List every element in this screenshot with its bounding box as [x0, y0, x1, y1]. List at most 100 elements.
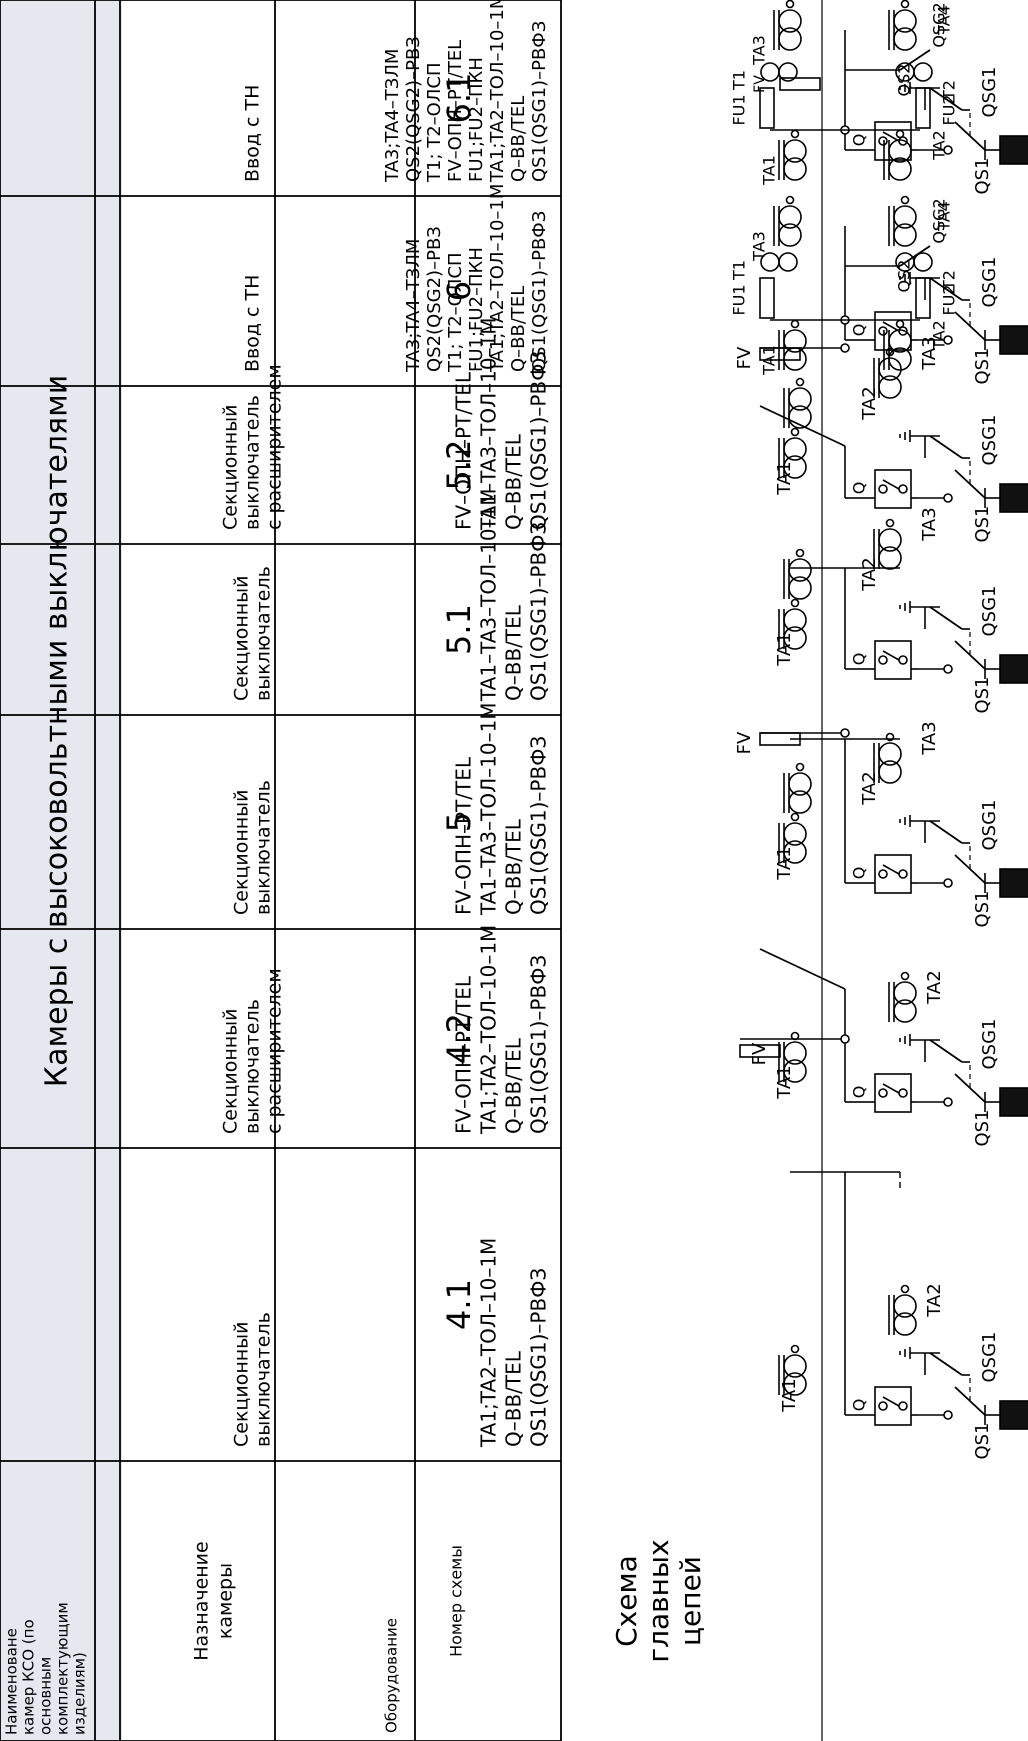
fuse-FU1: [759, 87, 775, 129]
purpose-line: с расширителем: [264, 968, 286, 1134]
breaker-contact: [898, 1401, 908, 1411]
label-q: Q: [850, 134, 869, 147]
equipment-line: FU1;FU2–ПКН: [466, 57, 487, 182]
equipment-line: FV–ОПН–РТ/TEL: [452, 756, 476, 915]
ct-terminal: [900, 1284, 910, 1294]
label-t2: T2: [940, 80, 959, 101]
contact-point: [943, 1097, 953, 1107]
left-margin-strip: [0, 0, 122, 1741]
disconnector-blade: [899, 49, 931, 71]
header-purpose: камеры: [215, 1563, 237, 1639]
header-scheme: Схема: [610, 1555, 643, 1647]
label-ta2: TA2: [859, 386, 880, 420]
equipment-line: TA1;TA2–ТОЛ–10–1М: [487, 0, 508, 183]
label-ta1: TA1: [774, 1065, 795, 1099]
label-qsg1: QSG1: [979, 257, 1000, 308]
ground-blade: [929, 277, 963, 301]
busbar: [999, 1400, 1028, 1430]
purpose-line: Секционный: [231, 789, 253, 915]
label-q: Q: [850, 324, 869, 337]
table-grid: [0, 0, 823, 1741]
label-fu2: FU2: [940, 94, 959, 125]
label-t1: T1: [730, 260, 749, 281]
label-qsg1: QSG1: [979, 1019, 1000, 1070]
busbar: [999, 483, 1028, 513]
breaker-blade: [882, 321, 900, 332]
breaker-Q: [874, 640, 912, 680]
equipment-line: TA1;TA2–ТОЛ–10–1М: [477, 925, 501, 1135]
label-fv: FV: [734, 731, 755, 754]
equipment-line: QS2(QSG2)–РВЗ: [403, 36, 424, 182]
arrester-FV: [739, 1044, 781, 1058]
label-qsg1: QSG1: [979, 800, 1000, 851]
ct-terminal: [790, 812, 800, 822]
ct-terminal: [900, 971, 910, 981]
breaker-blade: [882, 479, 900, 490]
label-ta1: TA1: [774, 632, 795, 666]
header-scheme: главных: [642, 1539, 675, 1662]
equipment-line: QS1(QSG1)–РВФЗ: [529, 211, 550, 372]
label-qs1: QS1: [972, 890, 993, 927]
scheme-number: 5.1: [440, 604, 478, 655]
breaker-Q: [874, 469, 912, 509]
equipment-line: QS1(QSG1)–РВФЗ: [527, 736, 551, 915]
ct-terminal: [790, 1344, 800, 1354]
equipment-line: TA1–TA3–ТОЛ–10–1М: [477, 488, 501, 702]
ct-terminal: [785, 0, 795, 9]
equipment-line: TA1–TA3–ТОЛ–10–1М: [477, 317, 501, 531]
breaker-Q: [874, 1386, 912, 1426]
label-ta1: TA1: [774, 461, 795, 495]
contact-point: [943, 664, 953, 674]
label-ta1: TA1: [760, 345, 779, 376]
label-qs1: QS1: [972, 1109, 993, 1146]
label-q: Q: [850, 1399, 869, 1412]
fuse-FU2: [915, 277, 931, 319]
node: [840, 1034, 850, 1044]
scheme-number: 6.1: [440, 73, 478, 124]
ground-blade: [929, 820, 963, 844]
ct-terminal: [900, 0, 910, 9]
label-t1: T1: [730, 70, 749, 91]
label-q: Q: [850, 653, 869, 666]
equipment-line: Q–BB/TEL: [502, 1350, 526, 1447]
breaker-contact: [898, 1088, 908, 1098]
equipment-line: T1; T2–ОЛСП: [424, 63, 445, 184]
breaker-contact: [878, 136, 888, 146]
breaker-blade: [882, 1083, 900, 1094]
purpose-line: Ввод с ТН: [242, 275, 264, 372]
breaker-contact: [898, 484, 908, 494]
ground-blade: [929, 606, 963, 630]
label-q: Q: [850, 1086, 869, 1099]
transformer-T2: [913, 62, 933, 82]
contact-point: [943, 1410, 953, 1420]
breaker-Q: [874, 854, 912, 894]
ct-terminal: [895, 129, 905, 139]
label-qs1: QS1: [972, 347, 993, 384]
label-fu2: FU2: [940, 284, 959, 315]
ct-terminal: [885, 518, 895, 528]
label-q: Q: [850, 867, 869, 880]
busbar: [999, 868, 1028, 898]
purpose-line: выключатель: [253, 566, 275, 701]
node: [840, 343, 850, 353]
label-ta2: TA2: [924, 970, 945, 1004]
ground-blade: [929, 435, 963, 459]
equipment-line: FU1;FU2–ПКН: [466, 247, 487, 372]
busbar: [999, 325, 1028, 355]
ct-terminal: [900, 195, 910, 205]
contact-point: [943, 493, 953, 503]
label-ta3: TA3: [919, 721, 940, 755]
label-fv: FV: [749, 1042, 770, 1065]
label-fu1: FU1: [730, 284, 749, 315]
label-qs1: QS1: [972, 1422, 993, 1459]
fuse-FU2: [915, 87, 931, 129]
label-ta1: TA1: [760, 155, 779, 186]
equipment-line: Q–BB/TEL: [502, 1037, 526, 1134]
equipment-line: Q–BB/TEL: [502, 818, 526, 915]
